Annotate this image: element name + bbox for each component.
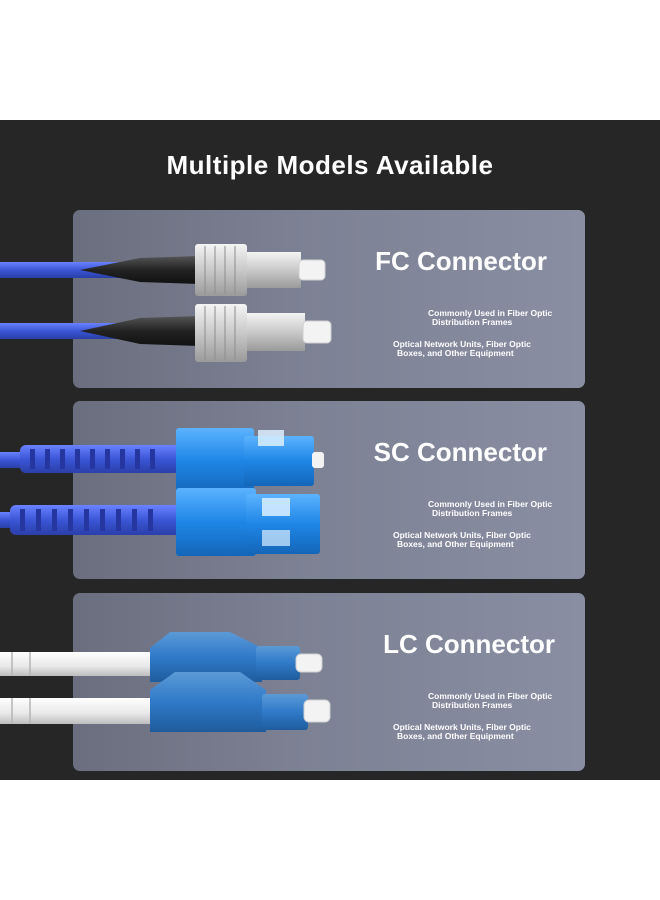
fc-ferrule-top <box>298 259 326 281</box>
fc-connector-top <box>0 244 326 296</box>
lc-usage-line-2: Distribution Frames <box>432 700 513 710</box>
lc-connector-title: LC Connector <box>383 629 555 659</box>
sc-usage-line-1: Commonly Used in Fiber Optic <box>428 499 553 509</box>
sc-boot-bottom <box>10 505 180 535</box>
sc-boot-top <box>20 445 180 473</box>
page-title: Multiple Models Available <box>166 150 494 180</box>
sc-usage-line-2: Distribution Frames <box>432 508 513 518</box>
lc-usage-description: Commonly Used in Fiber Optic Distributio… <box>428 692 552 710</box>
fc-equipment-description: Optical Network Units, Fiber Optic Boxes… <box>393 340 531 358</box>
fc-boot-bottom <box>80 316 200 346</box>
sc-usage-description: Commonly Used in Fiber Optic Distributio… <box>428 500 552 518</box>
fc-nut-bottom <box>247 313 305 351</box>
lc-plug-bottom <box>262 694 308 730</box>
sc-connector-title: SC Connector <box>373 437 547 467</box>
fc-equipment-line-1: Optical Network Units, Fiber Optic <box>393 339 531 349</box>
fc-nut-top <box>247 252 301 288</box>
sc-connector-top <box>0 428 324 494</box>
fc-ferrule-bottom <box>302 320 332 344</box>
lc-connector-bottom <box>0 672 331 732</box>
sc-equipment-line-2: Boxes, and Other Equipment <box>397 539 514 549</box>
lc-ferrule-top <box>295 653 323 673</box>
sc-connector-bottom <box>0 488 320 556</box>
fc-usage-line-2: Distribution Frames <box>432 317 513 327</box>
sc-housing-top <box>176 428 254 494</box>
fc-usage-description: Commonly Used in Fiber Optic Distributio… <box>428 309 552 327</box>
sc-plug-top <box>244 436 314 486</box>
fc-usage-line-1: Commonly Used in Fiber Optic <box>428 308 553 318</box>
fc-connector-bottom <box>0 304 332 362</box>
fc-body-bottom <box>195 304 247 362</box>
fc-boot-top <box>80 256 200 284</box>
lc-ferrule-bottom <box>303 699 331 723</box>
sc-ferrule-top <box>312 452 324 468</box>
lc-housing-top <box>150 632 262 682</box>
lc-plug-top <box>256 646 300 680</box>
fc-connector-card: FC Connector Commonly Used in Fiber Opti… <box>73 210 585 388</box>
lc-connector-top <box>0 632 323 682</box>
lc-equipment-line-2: Boxes, and Other Equipment <box>397 731 514 741</box>
sc-connector-card: SC Connector Commonly Used in Fiber Opti… <box>73 401 585 579</box>
sc-housing-bottom <box>176 488 256 556</box>
lc-equipment-description: Optical Network Units, Fiber Optic Boxes… <box>393 723 531 741</box>
sc-equipment-line-1: Optical Network Units, Fiber Optic <box>393 530 531 540</box>
fc-connector-title: FC Connector <box>375 246 547 276</box>
lc-usage-line-1: Commonly Used in Fiber Optic <box>428 691 553 701</box>
lc-housing-bottom <box>150 672 266 732</box>
lc-equipment-line-1: Optical Network Units, Fiber Optic <box>393 722 531 732</box>
fc-equipment-line-2: Boxes, and Other Equipment <box>397 348 514 358</box>
sc-equipment-description: Optical Network Units, Fiber Optic Boxes… <box>393 531 531 549</box>
fc-body-top <box>195 244 247 296</box>
